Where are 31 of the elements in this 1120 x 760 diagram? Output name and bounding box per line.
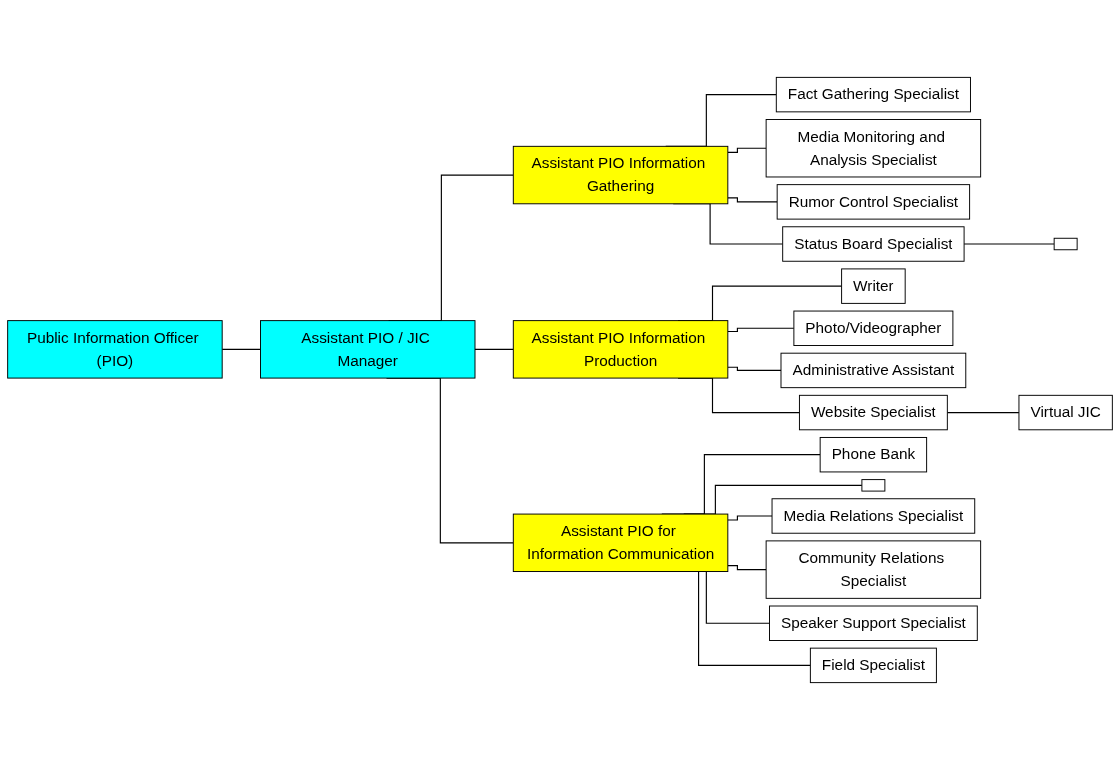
node-box: Media Relations Specialist bbox=[771, 498, 976, 534]
connector bbox=[727, 564, 767, 571]
node-box: Website Specialist bbox=[798, 394, 948, 431]
connector bbox=[946, 412, 1020, 414]
connector bbox=[221, 348, 262, 350]
connector bbox=[727, 515, 773, 521]
node-box: Virtual JIC bbox=[1018, 394, 1113, 431]
connector bbox=[963, 243, 1055, 245]
node-box: Field Specialist bbox=[809, 647, 937, 684]
node-box: Rumor Control Specialist bbox=[776, 184, 971, 220]
node-box: Community Relations Specialist bbox=[765, 540, 982, 599]
node-box: Media Monitoring and Analysis Specialist bbox=[765, 119, 982, 178]
node-box: Assistant PIO / JIC Manager bbox=[260, 320, 476, 379]
connector bbox=[727, 366, 782, 371]
node-box: Assistant PIO for Information Communication bbox=[512, 513, 729, 572]
node-box: Administrative Assistant bbox=[780, 352, 967, 389]
connector bbox=[727, 147, 767, 153]
connector bbox=[727, 327, 795, 333]
node-box: Phone Bank bbox=[819, 436, 928, 473]
node-box: Speaker Support Specialist bbox=[769, 605, 978, 641]
node-box: Public Information Officer (PIO) bbox=[7, 320, 223, 379]
connector bbox=[474, 348, 514, 350]
node-box: Assistant PIO Information Gathering bbox=[512, 145, 729, 205]
node-box bbox=[1053, 237, 1078, 251]
node-box: Photo/Videographer bbox=[793, 310, 954, 346]
node-box: Fact Gathering Specialist bbox=[775, 76, 971, 113]
connector bbox=[727, 197, 778, 203]
node-box: Assistant PIO Information Production bbox=[512, 320, 729, 379]
node-box: Writer bbox=[841, 268, 906, 304]
node-box bbox=[861, 479, 886, 492]
node-box: Status Board Specialist bbox=[782, 226, 965, 262]
